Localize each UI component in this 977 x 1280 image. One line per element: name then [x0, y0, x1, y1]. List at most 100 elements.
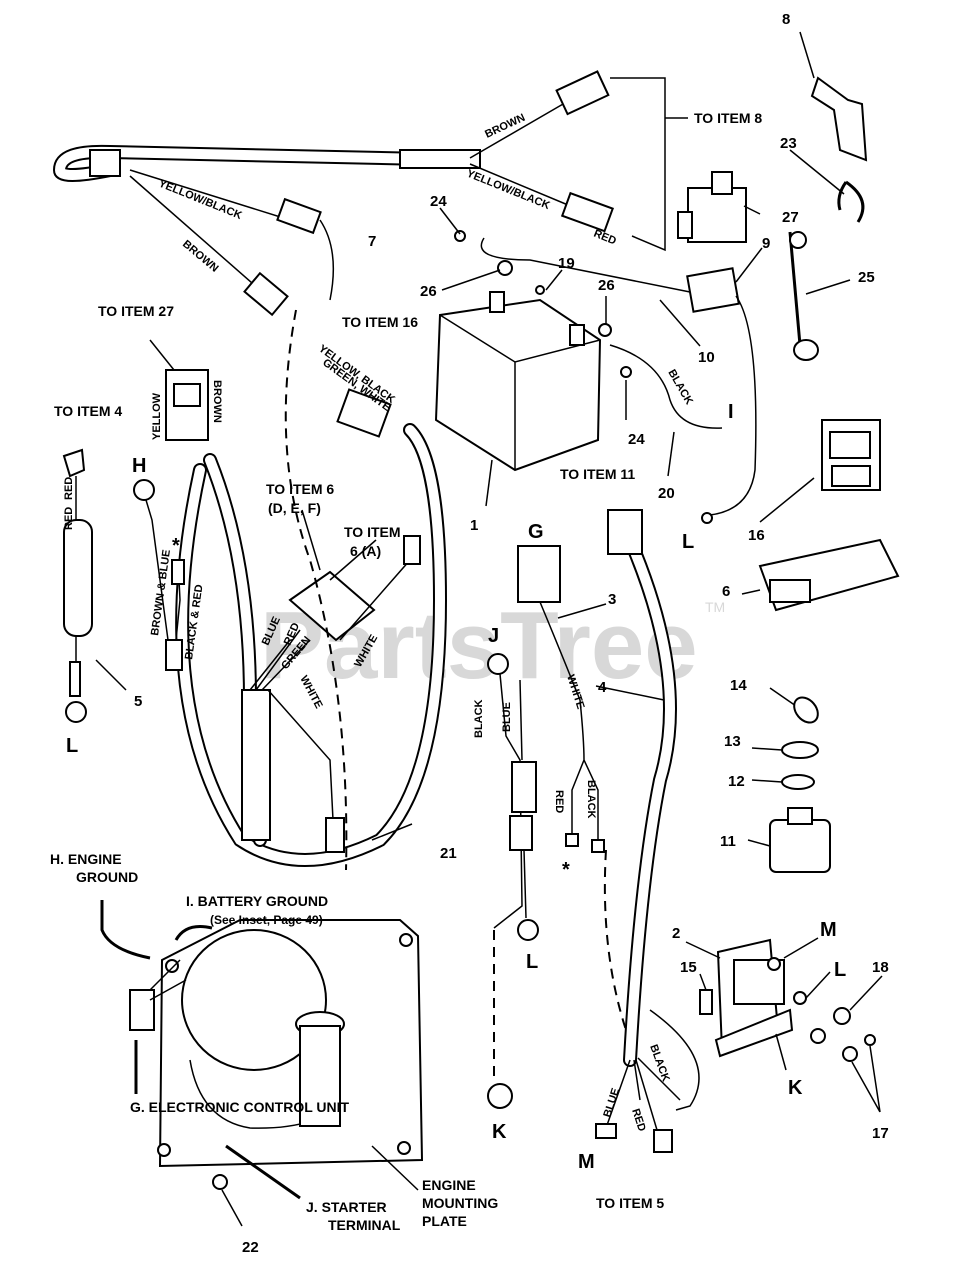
wire-label-blue-j: BLUE — [501, 702, 513, 732]
letter-h: H — [132, 455, 146, 477]
wire-label-black-3: BLACK — [585, 780, 597, 819]
item-number-2: 2 — [672, 925, 680, 942]
letter-i: I — [728, 401, 734, 423]
letter-l-fuse: L — [66, 735, 78, 757]
wire-label-brown-left: BROWN — [180, 238, 221, 275]
arrow-starter — [225, 1144, 301, 1200]
wire-label-brown-blue: BROWN & BLUE — [149, 549, 173, 637]
wire-label-brown-27: BROWN — [211, 380, 223, 423]
seat-switch-item-27 — [677, 171, 747, 243]
to-item-27-label: TO ITEM 27 — [98, 303, 174, 319]
to-item-16-label: TO ITEM 16 — [342, 314, 418, 330]
nut-item-26-right — [598, 323, 612, 337]
item-number-22: 22 — [242, 1239, 259, 1256]
to-item-6-a-sub: 6 (A) — [350, 543, 381, 559]
to-item-6-def-label: TO ITEM 6 — [266, 481, 334, 497]
wire-to-L — [709, 295, 757, 516]
wire-label-red-3: RED — [553, 790, 565, 813]
key-item-14 — [769, 687, 819, 724]
star-h: * — [172, 535, 180, 557]
wire-label-yellow: YELLOW — [151, 392, 163, 440]
letter-l-wire: L — [682, 531, 694, 553]
relay-item-16 — [821, 419, 881, 491]
item-number-3: 3 — [608, 591, 616, 608]
wire-label-red-4: RED — [629, 1107, 648, 1133]
connector-item-6 — [758, 538, 900, 612]
wire-label-red-top: RED — [592, 228, 618, 248]
engine-body — [181, 929, 345, 1129]
ecu-label: G. ELECTRONIC CONTROL UNIT — [130, 1099, 350, 1115]
arrow-battery-ground — [174, 925, 213, 941]
seat-switch-bracket-item-8 — [810, 76, 868, 162]
to-item-5-label: TO ITEM 5 — [596, 1195, 664, 1211]
item-number-6: 6 — [722, 583, 730, 600]
nut-item-13 — [781, 741, 819, 759]
bolt-item-24-top — [454, 230, 466, 242]
item-number-23: 23 — [780, 135, 797, 152]
ecu-module — [129, 959, 187, 1031]
washer-item-17a — [810, 1028, 826, 1044]
connector-to-item-16 — [336, 388, 392, 438]
nut-item-17c — [864, 1034, 876, 1046]
mount-label-1: ENGINE — [422, 1177, 476, 1193]
letter-k-left: K — [492, 1121, 507, 1143]
washer-item-12 — [781, 774, 815, 790]
wire-label-red-5b: RED — [63, 507, 75, 530]
wire-label-black-4: BLACK — [647, 1043, 671, 1083]
to-item-11-label: TO ITEM 11 — [560, 466, 635, 482]
to-item-6-def-sub: (D, E, F) — [268, 500, 321, 516]
item-number-17: 17 — [872, 1125, 889, 1142]
clip-item-23 — [837, 180, 865, 223]
callout-leaders — [95, 31, 883, 1227]
letter-l-solenoid: L — [834, 959, 846, 981]
arrow-engine-ground — [100, 900, 151, 960]
item-number-12: 12 — [728, 773, 745, 790]
item-number-4: 4 — [598, 679, 607, 696]
item-number-25: 25 — [858, 269, 875, 286]
item-number-24-right: 24 — [628, 431, 645, 448]
item-number-18: 18 — [872, 959, 889, 976]
letter-m-solenoid: M — [820, 919, 837, 941]
lead-h — [133, 479, 185, 671]
letter-l-cable: L — [526, 951, 538, 973]
wire-label-yellow-black-left: YELLOW/BLACK — [157, 178, 244, 222]
item-number-24-top: 24 — [430, 193, 447, 210]
wire-label-red-5a: RED — [63, 477, 75, 500]
battery-ground-label-2: (See Inset, Page 49) — [210, 913, 323, 927]
item-number-13: 13 — [724, 733, 741, 750]
bolt-item-24-right — [620, 366, 632, 378]
engine-ground-label-1: H. ENGINE — [50, 851, 122, 867]
item-number-26-right: 26 — [598, 277, 615, 294]
letter-g: G — [528, 521, 544, 543]
battery-item-1 — [434, 291, 602, 472]
wire-label-black-j: BLACK — [473, 699, 485, 738]
harness-item-7 — [52, 70, 691, 317]
harness-item-4 — [595, 509, 700, 1153]
item-number-9: 9 — [762, 235, 770, 252]
item-number-15: 15 — [680, 959, 697, 976]
bolt-item-15 — [699, 989, 713, 1015]
mount-label-3: PLATE — [422, 1213, 467, 1229]
item-number-19: 19 — [558, 255, 575, 272]
mount-label-2: MOUNTING — [422, 1195, 498, 1211]
ground-cable-item-20 — [609, 344, 723, 429]
item-number-26-left: 26 — [420, 283, 437, 300]
wire-item-3 — [517, 545, 605, 853]
nut-item-26-top — [497, 260, 513, 276]
item-number-7: 7 — [368, 233, 376, 250]
item-number-1: 1 — [470, 517, 478, 534]
item-number-11: 11 — [720, 833, 736, 850]
fuse-holder-item-9 — [686, 267, 740, 313]
letter-j: J — [488, 625, 499, 647]
item-number-16: 16 — [748, 527, 765, 544]
item-number-14: 14 — [730, 677, 747, 694]
item-number-10: 10 — [698, 349, 715, 366]
starter-label-1: J. STARTER — [306, 1199, 387, 1215]
screw-item-19 — [535, 285, 545, 295]
nut-item-22 — [212, 1174, 228, 1190]
star-3: * — [562, 859, 570, 881]
ignition-switch-item-11 — [769, 807, 831, 873]
item-number-8: 8 — [782, 11, 790, 28]
wire-label-yellow-black-top: YELLOW/BLACK — [465, 168, 552, 212]
